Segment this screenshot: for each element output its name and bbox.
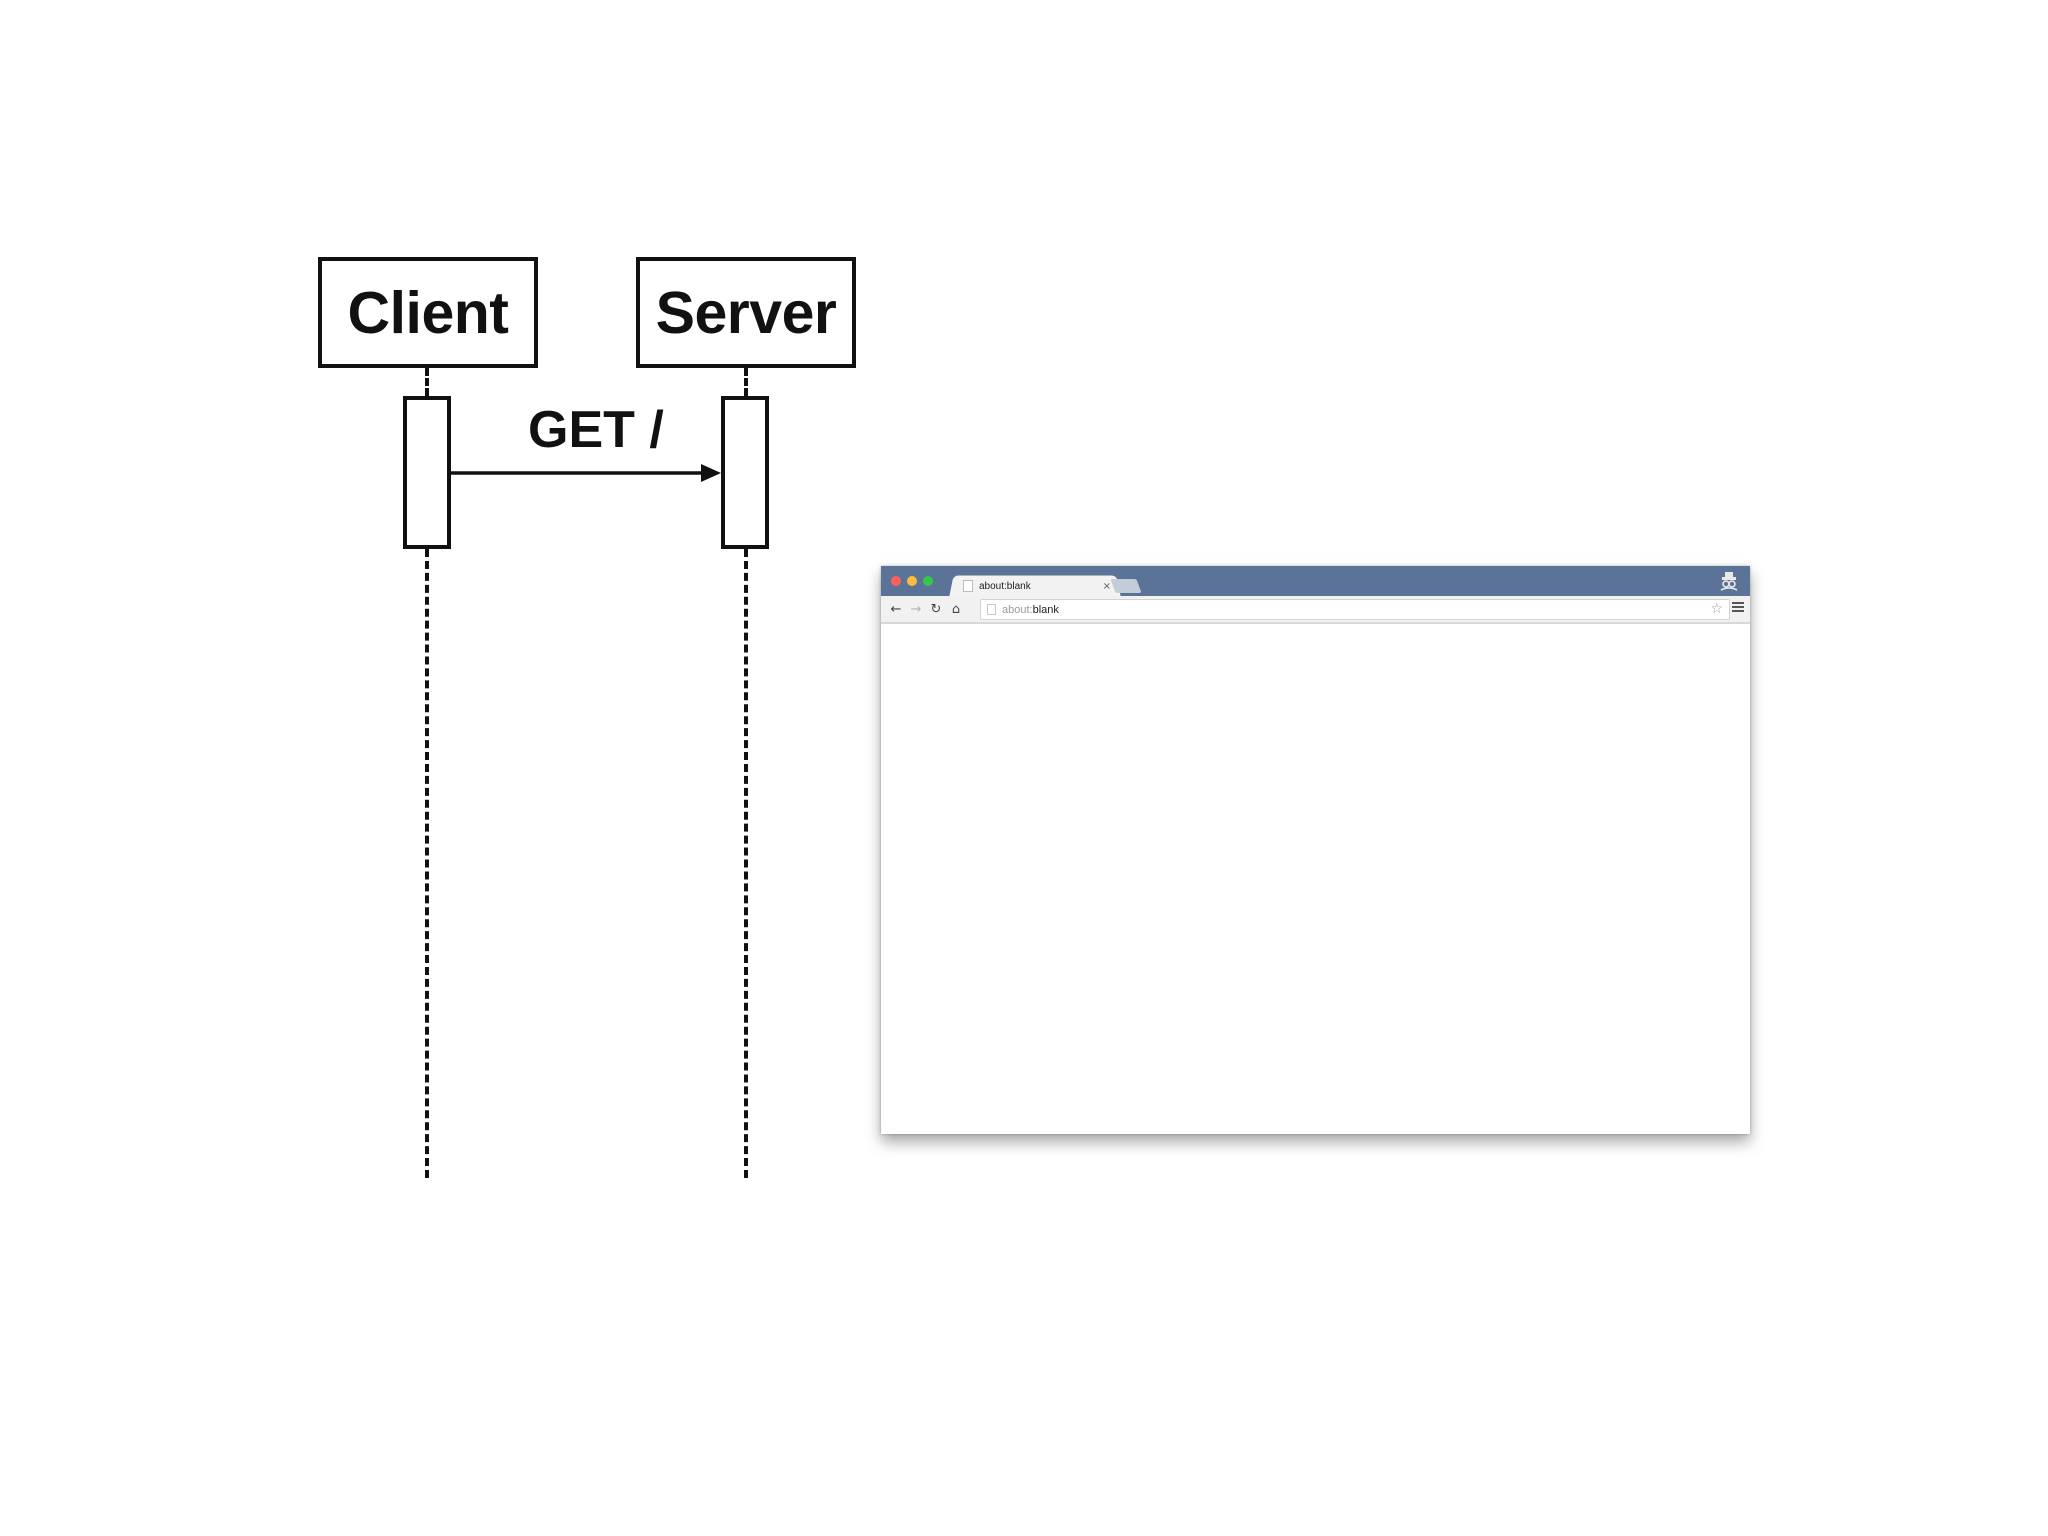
hamburger-menu-icon[interactable]	[1732, 602, 1744, 614]
page-viewport[interactable]	[881, 624, 1750, 1134]
browser-tab-content: about:blank ×	[955, 577, 1115, 595]
reload-icon[interactable]: ↻	[930, 601, 942, 617]
tab-close-icon[interactable]: ×	[1102, 580, 1111, 592]
page-icon	[987, 604, 996, 615]
server-lifeline-top	[744, 368, 748, 396]
browser-toolbar: ← → ↻ ⌂ about:blank ☆	[881, 596, 1750, 624]
incognito-profile-icon[interactable]	[1718, 570, 1740, 592]
server-actor-box: Server	[636, 257, 856, 368]
address-bar[interactable]: about:blank ☆	[980, 599, 1730, 620]
client-actor-box: Client	[318, 257, 538, 368]
server-lifeline	[744, 549, 748, 1178]
request-message-label: GET /	[528, 401, 664, 459]
address-bar-url: about:blank	[1002, 604, 1059, 616]
close-window-icon[interactable]	[891, 576, 901, 586]
client-activation-bar	[403, 396, 451, 549]
home-icon[interactable]: ⌂	[951, 601, 961, 617]
bookmark-star-icon[interactable]: ☆	[1710, 601, 1723, 617]
server-label: Server	[655, 279, 837, 346]
new-tab-button[interactable]	[1110, 579, 1142, 593]
url-scheme: about:	[1002, 603, 1033, 616]
page-icon	[963, 580, 973, 592]
client-label: Client	[347, 279, 509, 346]
back-arrow-icon[interactable]: ←	[890, 601, 902, 617]
client-lifeline	[425, 549, 429, 1178]
forward-arrow-icon[interactable]: →	[910, 601, 922, 617]
minimize-window-icon[interactable]	[907, 576, 917, 586]
server-activation-bar	[721, 396, 769, 549]
url-path: blank	[1032, 603, 1059, 616]
browser-titlebar: about:blank ×	[881, 566, 1750, 598]
maximize-window-icon[interactable]	[923, 576, 933, 586]
browser-window: about:blank × ← → ↻ ⌂ about:blank ☆	[881, 566, 1750, 1134]
tab-title: about:blank	[979, 580, 1031, 592]
request-arrow	[451, 464, 721, 482]
client-lifeline-top	[425, 368, 429, 396]
